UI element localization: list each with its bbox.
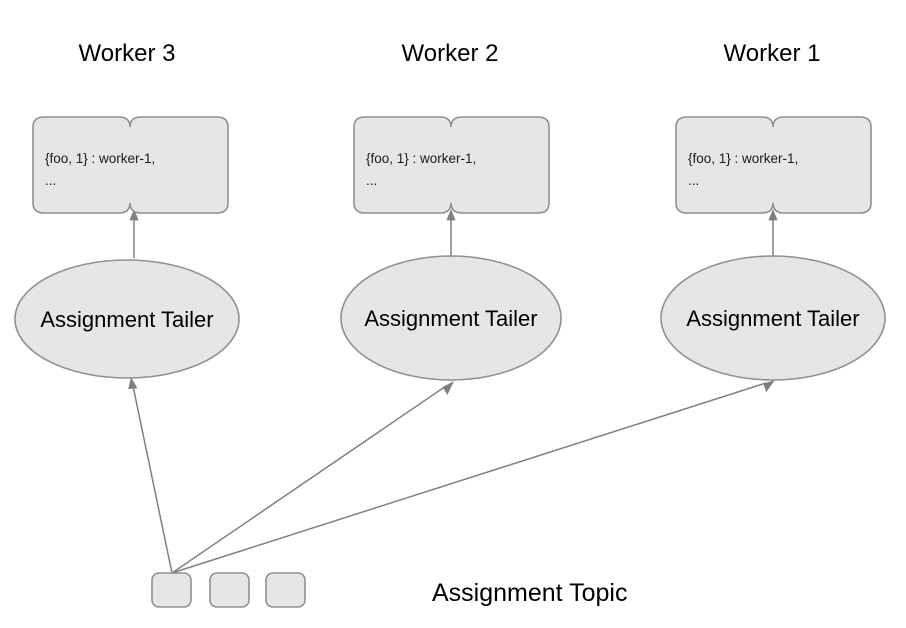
assignment-doc-line1-2: {foo, 1} : worker-1, — [366, 151, 476, 166]
assignment-doc-line2-2: ... — [366, 173, 377, 188]
worker-column-2: Worker 2 {foo, 1} : worker-1, ... Assign… — [340, 40, 562, 381]
assignment-topic-label: Assignment Topic — [432, 579, 627, 607]
edge-tailer-to-doc-1 — [768, 209, 778, 256]
worker-title-2: Worker 2 — [402, 40, 499, 67]
assignment-tailer-node-1[interactable]: Assignment Tailer — [660, 255, 886, 381]
edge-partition-to-tailer-2 — [171, 381, 454, 574]
topic-partition-2[interactable] — [265, 572, 306, 608]
worker-column-3: Worker 3 {foo, 1} : worker-1, ... Assign… — [14, 40, 240, 379]
assignment-topic-group: Assignment Topic — [151, 572, 627, 608]
assignment-doc-line2-1: ... — [688, 173, 699, 188]
assignment-tailer-label-3: Assignment Tailer — [40, 307, 213, 332]
assignment-tailer-label-1: Assignment Tailer — [686, 306, 859, 331]
worker-title-3: Worker 3 — [79, 40, 176, 67]
edge-group — [128, 209, 778, 574]
topic-partition-0[interactable] — [151, 572, 192, 608]
assignment-doc-2[interactable]: {foo, 1} : worker-1, ... — [353, 116, 550, 214]
edge-partition-to-tailer-3 — [128, 377, 173, 574]
assignment-doc-line1-3: {foo, 1} : worker-1, — [45, 151, 155, 166]
edge-tailer-to-doc-3 — [129, 209, 139, 258]
edge-tailer-to-doc-2 — [446, 209, 456, 256]
worker-column-1: Worker 1 {foo, 1} : worker-1, ... Assign… — [660, 40, 886, 381]
assignment-doc-3[interactable]: {foo, 1} : worker-1, ... — [32, 116, 229, 214]
edge-partition-to-tailer-1 — [171, 380, 775, 574]
assignment-doc-line2-3: ... — [45, 173, 56, 188]
assignment-tailer-node-2[interactable]: Assignment Tailer — [340, 255, 562, 381]
assignment-tailer-label-2: Assignment Tailer — [364, 306, 537, 331]
worker-title-1: Worker 1 — [724, 40, 821, 67]
assignment-tailer-node-3[interactable]: Assignment Tailer — [14, 259, 240, 379]
topic-partition-1[interactable] — [209, 572, 250, 608]
assignment-doc-line1-1: {foo, 1} : worker-1, — [688, 151, 798, 166]
assignment-doc-1[interactable]: {foo, 1} : worker-1, ... — [675, 116, 872, 214]
